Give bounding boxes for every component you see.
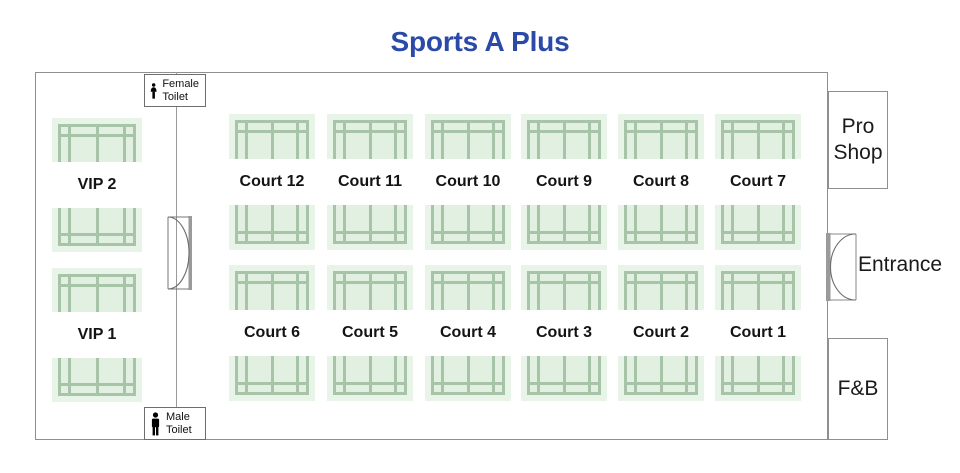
court-baseline-top-icon [238, 281, 306, 284]
court-baseline-bottom-icon [61, 383, 133, 386]
court-baseline-top-icon [434, 281, 502, 284]
court-9[interactable]: Court 9 [519, 114, 609, 250]
court-label: VIP 1 [50, 312, 144, 358]
court-label: Court 6 [227, 310, 317, 356]
court-vip-2[interactable]: VIP 2 [50, 118, 144, 252]
male-figure-icon [151, 411, 160, 435]
court-baseline-bottom-icon [434, 231, 502, 234]
female-toilet-label: Female Toilet [162, 77, 199, 103]
court-label: Court 4 [423, 310, 513, 356]
food-and-beverage[interactable]: F&B [828, 338, 888, 440]
court-vip-1[interactable]: VIP 1 [50, 268, 144, 402]
court-baseline-top-icon [61, 284, 133, 287]
court-baseline-top-icon [627, 281, 695, 284]
double-door-swing-icon [167, 216, 192, 290]
court-baseline-top-icon [61, 134, 133, 137]
court-4[interactable]: Court 4 [423, 265, 513, 401]
court-baseline-top-icon [434, 130, 502, 133]
court-6[interactable]: Court 6 [227, 265, 317, 401]
entrance-label: Entrance [858, 253, 943, 276]
court-label: Court 8 [616, 159, 706, 205]
court-baseline-top-icon [724, 281, 792, 284]
male-toilet-label: Male Toilet [166, 410, 192, 436]
court-11[interactable]: Court 11 [325, 114, 415, 250]
male-toilet[interactable]: Male Toilet [144, 407, 206, 440]
court-label: Court 11 [325, 159, 415, 205]
court-12[interactable]: Court 12 [227, 114, 317, 250]
court-3[interactable]: Court 3 [519, 265, 609, 401]
court-5[interactable]: Court 5 [325, 265, 415, 401]
court-baseline-top-icon [238, 130, 306, 133]
court-baseline-bottom-icon [530, 382, 598, 385]
court-8[interactable]: Court 8 [616, 114, 706, 250]
court-1[interactable]: Court 1 [713, 265, 803, 401]
pro-shop-label: Pro Shop [833, 115, 883, 164]
court-baseline-bottom-icon [627, 231, 695, 234]
court-baseline-bottom-icon [61, 233, 133, 236]
court-baseline-bottom-icon [336, 231, 404, 234]
court-label: Court 5 [325, 310, 415, 356]
entrance-door[interactable] [826, 233, 858, 301]
food-and-beverage-label: F&B [837, 377, 879, 400]
court-baseline-top-icon [724, 130, 792, 133]
court-label: Court 7 [713, 159, 803, 205]
court-label: Court 10 [423, 159, 513, 205]
court-baseline-bottom-icon [530, 231, 598, 234]
interior-door[interactable] [166, 216, 192, 290]
female-toilet[interactable]: Female Toilet [144, 74, 206, 107]
court-baseline-top-icon [336, 130, 404, 133]
court-baseline-top-icon [336, 281, 404, 284]
court-label: Court 1 [713, 310, 803, 356]
court-baseline-top-icon [627, 130, 695, 133]
female-figure-icon [150, 82, 157, 99]
court-baseline-bottom-icon [336, 382, 404, 385]
court-label: Court 12 [227, 159, 317, 205]
court-baseline-bottom-icon [238, 231, 306, 234]
court-baseline-top-icon [530, 130, 598, 133]
page-title: Sports A Plus [390, 26, 570, 57]
court-baseline-top-icon [530, 281, 598, 284]
court-label: VIP 2 [50, 162, 144, 208]
court-baseline-bottom-icon [434, 382, 502, 385]
court-label: Court 2 [616, 310, 706, 356]
court-7[interactable]: Court 7 [713, 114, 803, 250]
court-label: Court 9 [519, 159, 609, 205]
court-label: Court 3 [519, 310, 609, 356]
interior-partition-wall [176, 72, 178, 440]
court-2[interactable]: Court 2 [616, 265, 706, 401]
pro-shop[interactable]: Pro Shop [828, 91, 888, 189]
court-10[interactable]: Court 10 [423, 114, 513, 250]
court-baseline-bottom-icon [238, 382, 306, 385]
court-baseline-bottom-icon [724, 231, 792, 234]
double-door-swing-icon [826, 233, 857, 301]
court-baseline-bottom-icon [724, 382, 792, 385]
court-baseline-bottom-icon [627, 382, 695, 385]
